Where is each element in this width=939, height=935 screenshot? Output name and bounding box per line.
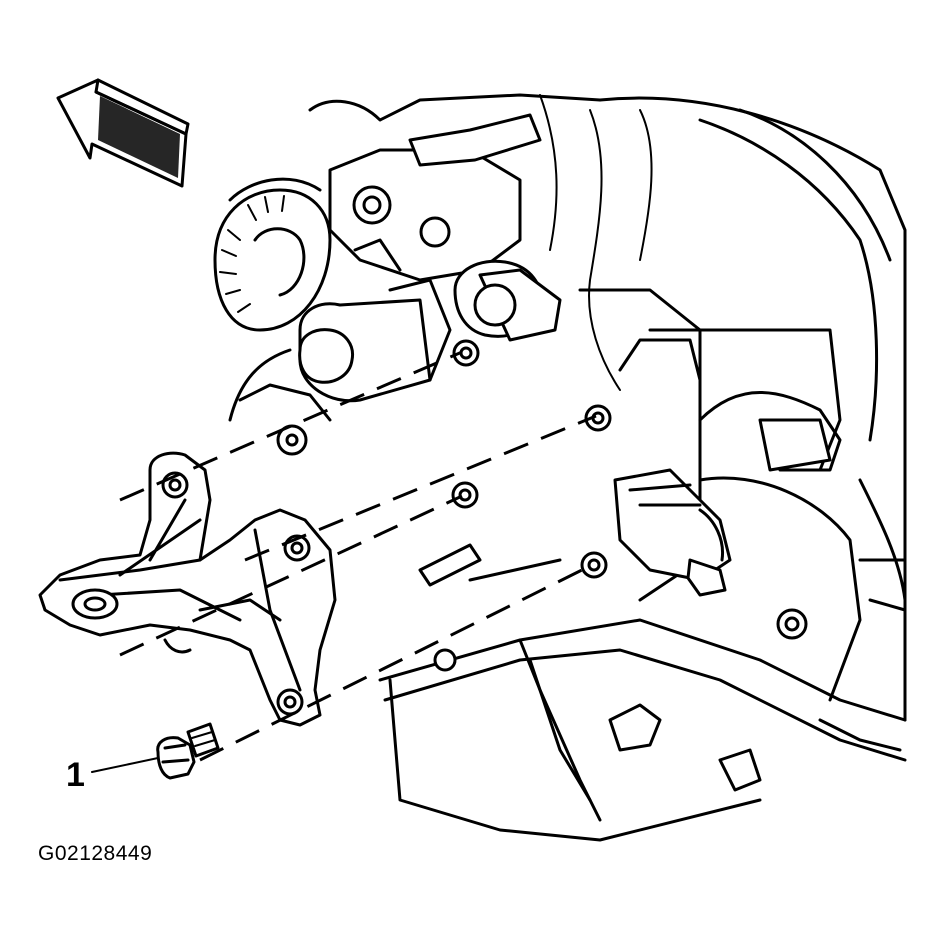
pulley-gear [213,177,332,332]
lower-structure [378,618,907,842]
direction-arrow-icon [56,78,190,188]
pump-housing [228,113,562,456]
engine-mount-bracket [38,451,337,727]
alignment-lines [119,350,597,762]
callout-leader-line [91,757,159,773]
callout-number-1: 1 [66,756,85,794]
engine-block [308,93,907,722]
figure-id: G02128449 [38,842,153,865]
bolt [156,722,220,780]
sensor-connector [613,468,732,597]
block-studs [418,339,612,587]
